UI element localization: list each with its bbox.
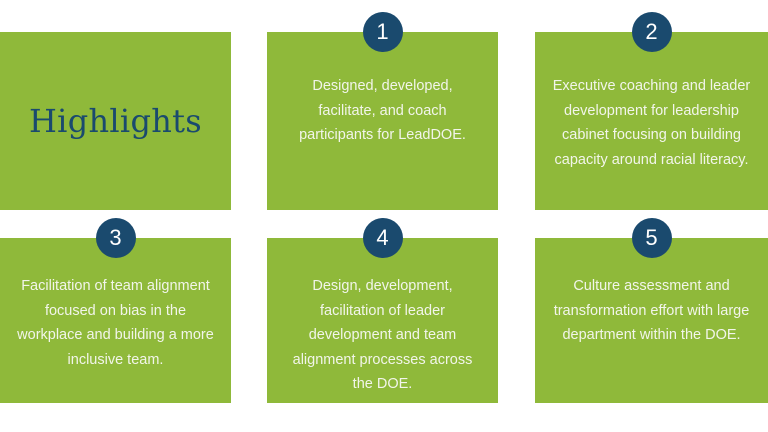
number-badge-3: 3 [95, 218, 136, 258]
number-badge-1: 1 [362, 12, 403, 52]
number-badge-5: 5 [631, 218, 672, 258]
page-title: Highlights [28, 102, 203, 140]
highlight-card-4: 4 Design, development, facilitation of l… [267, 218, 498, 403]
highlight-text-1: Designed, developed, facilitate, and coa… [299, 78, 466, 143]
highlight-card-2: 2 Executive coaching and leader developm… [535, 12, 768, 210]
highlight-text-5: Culture assessment and transformation ef… [553, 278, 750, 343]
highlight-card-5: 5 Culture assessment and transformation … [535, 218, 768, 403]
highlight-text-2: Executive coaching and leader developmen… [552, 78, 751, 168]
number-badge-2: 2 [631, 12, 672, 52]
highlight-card-1: 1 Designed, developed, facilitate, and c… [267, 12, 498, 210]
highlight-text-3: Facilitation of team alignment focused o… [17, 278, 214, 368]
title-card: Highlights [0, 32, 231, 210]
highlight-card-3: 3 Facilitation of team alignment focused… [0, 218, 231, 403]
highlight-text-4: Design, development, facilitation of lea… [292, 278, 473, 392]
number-badge-4: 4 [362, 218, 403, 258]
